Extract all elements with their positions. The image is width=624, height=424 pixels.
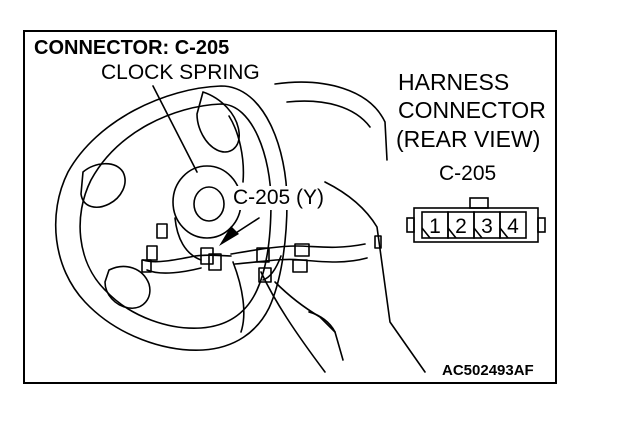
harness-label-line-2: CONNECTOR — [398, 97, 546, 123]
connector-pin-1: 1 — [429, 215, 441, 238]
connector-pin-4: 4 — [507, 215, 519, 238]
connector-pin-3: 3 — [481, 215, 493, 238]
connector-pin-2: 2 — [455, 215, 467, 238]
clock-spring-leader — [152, 85, 198, 173]
clock-spring-label: CLOCK SPRING — [101, 61, 260, 84]
clock-spring-inner — [193, 186, 225, 222]
callout-arrow-head — [219, 226, 239, 246]
harness-label-line-3: (REAR VIEW) — [396, 126, 541, 152]
harness-label-line-1: HARNESS — [398, 69, 510, 95]
callout-label: C-205 (Y) — [231, 186, 327, 210]
harness-connector-id: C-205 — [439, 162, 497, 185]
harness-connector — [406, 197, 546, 243]
dashboard-outline — [274, 81, 388, 161]
figure-id: AC502493AF — [442, 362, 534, 379]
connector-title: CONNECTOR: C-205 — [34, 37, 230, 59]
